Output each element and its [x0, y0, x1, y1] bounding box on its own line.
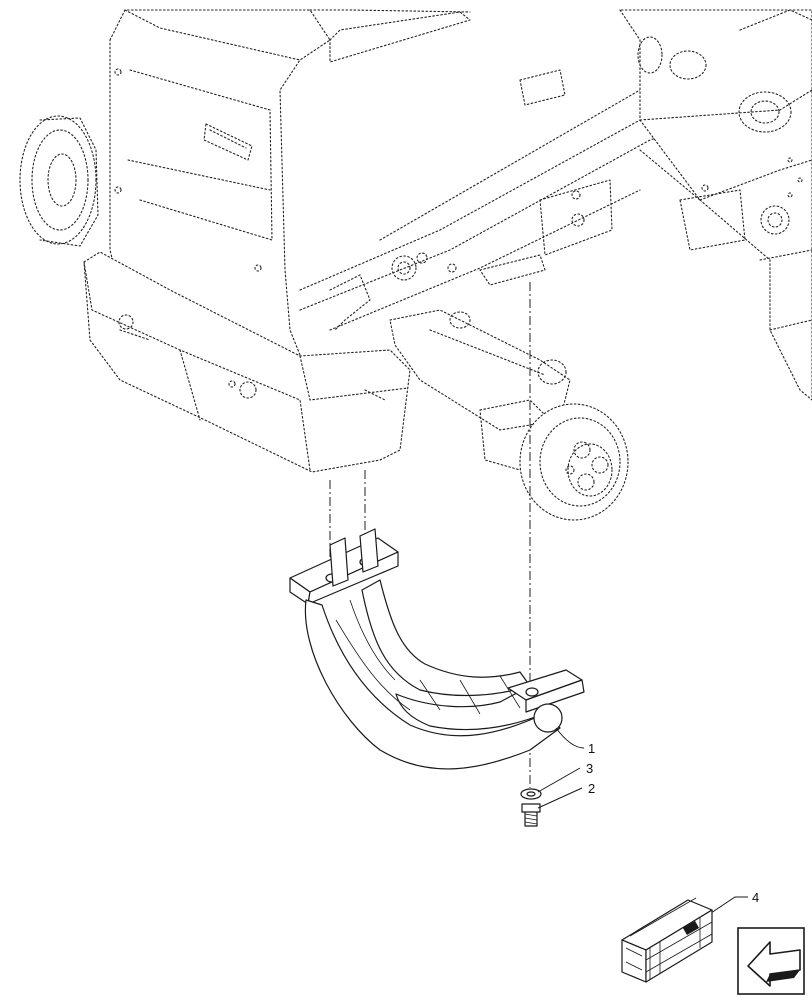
- previous-page-arrow-icon[interactable]: [737, 927, 805, 995]
- shipping-crate-icon: [621, 897, 713, 983]
- washer: [520, 788, 542, 800]
- front-step-guard: [289, 528, 585, 770]
- right-wheel-hub: [519, 403, 629, 521]
- callout-1: 1: [588, 741, 595, 756]
- machine-phantom-outline: [19, 9, 812, 521]
- cab-front: [109, 9, 471, 356]
- bolt: [521, 803, 541, 827]
- left-wheel-hub: [19, 115, 99, 247]
- front-axle: [389, 309, 629, 521]
- engine-housing: [619, 9, 812, 401]
- callout-4: 4: [752, 890, 759, 905]
- front-counterweight: [83, 251, 411, 473]
- callout-2: 2: [588, 781, 595, 796]
- callout-3: 3: [586, 761, 593, 776]
- callout-leaders: [537, 727, 748, 916]
